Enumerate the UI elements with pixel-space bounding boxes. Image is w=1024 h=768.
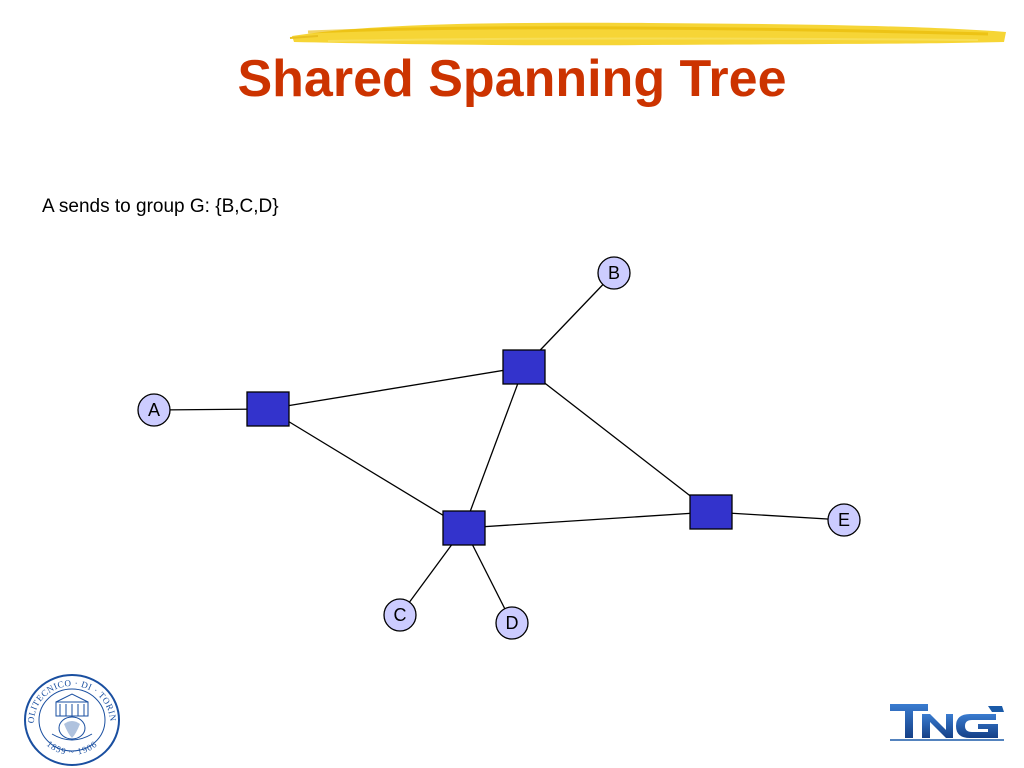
diagram-hosts: A B C D E: [137, 256, 861, 640]
host-label: A: [148, 400, 160, 420]
host-node-b: B: [597, 256, 631, 290]
host-label: C: [394, 605, 407, 625]
link-r2-r3: [463, 366, 525, 529]
router-node: [502, 349, 546, 385]
diagram-routers: [246, 349, 733, 546]
host-circle: [383, 598, 417, 632]
router-node: [689, 494, 733, 530]
slide-subtitle: A sends to group G: {B,C,D}: [42, 196, 279, 217]
link-r1-r2: [267, 366, 525, 410]
brush-stroke-decoration: [289, 22, 1006, 46]
router-node: [246, 391, 290, 427]
link-r2-r4: [523, 366, 712, 513]
politecnico-di-torino-seal-icon: POLITECNICO · DI · TORINO 1859 ~ 1906: [22, 672, 120, 766]
host-node-d: D: [495, 606, 529, 640]
link-r1-r3: [267, 408, 465, 529]
router-node: [442, 510, 486, 546]
link-r3-r4: [463, 511, 712, 529]
host-label: E: [838, 510, 850, 530]
page-title: Shared Spanning Tree: [237, 50, 787, 108]
host-circle: [597, 256, 631, 290]
link-r4-e: [710, 511, 845, 521]
tng-logo-icon: [890, 704, 1004, 741]
svg-text:1859 ~ 1906: 1859 ~ 1906: [45, 739, 99, 757]
host-label: D: [506, 613, 519, 633]
host-label: B: [608, 263, 620, 283]
host-circle: [827, 503, 861, 537]
host-node-c: C: [383, 598, 417, 632]
host-node-a: A: [137, 393, 171, 427]
host-circle: [137, 393, 171, 427]
diagram-links: [153, 272, 845, 624]
host-node-e: E: [827, 503, 861, 537]
host-circle: [495, 606, 529, 640]
